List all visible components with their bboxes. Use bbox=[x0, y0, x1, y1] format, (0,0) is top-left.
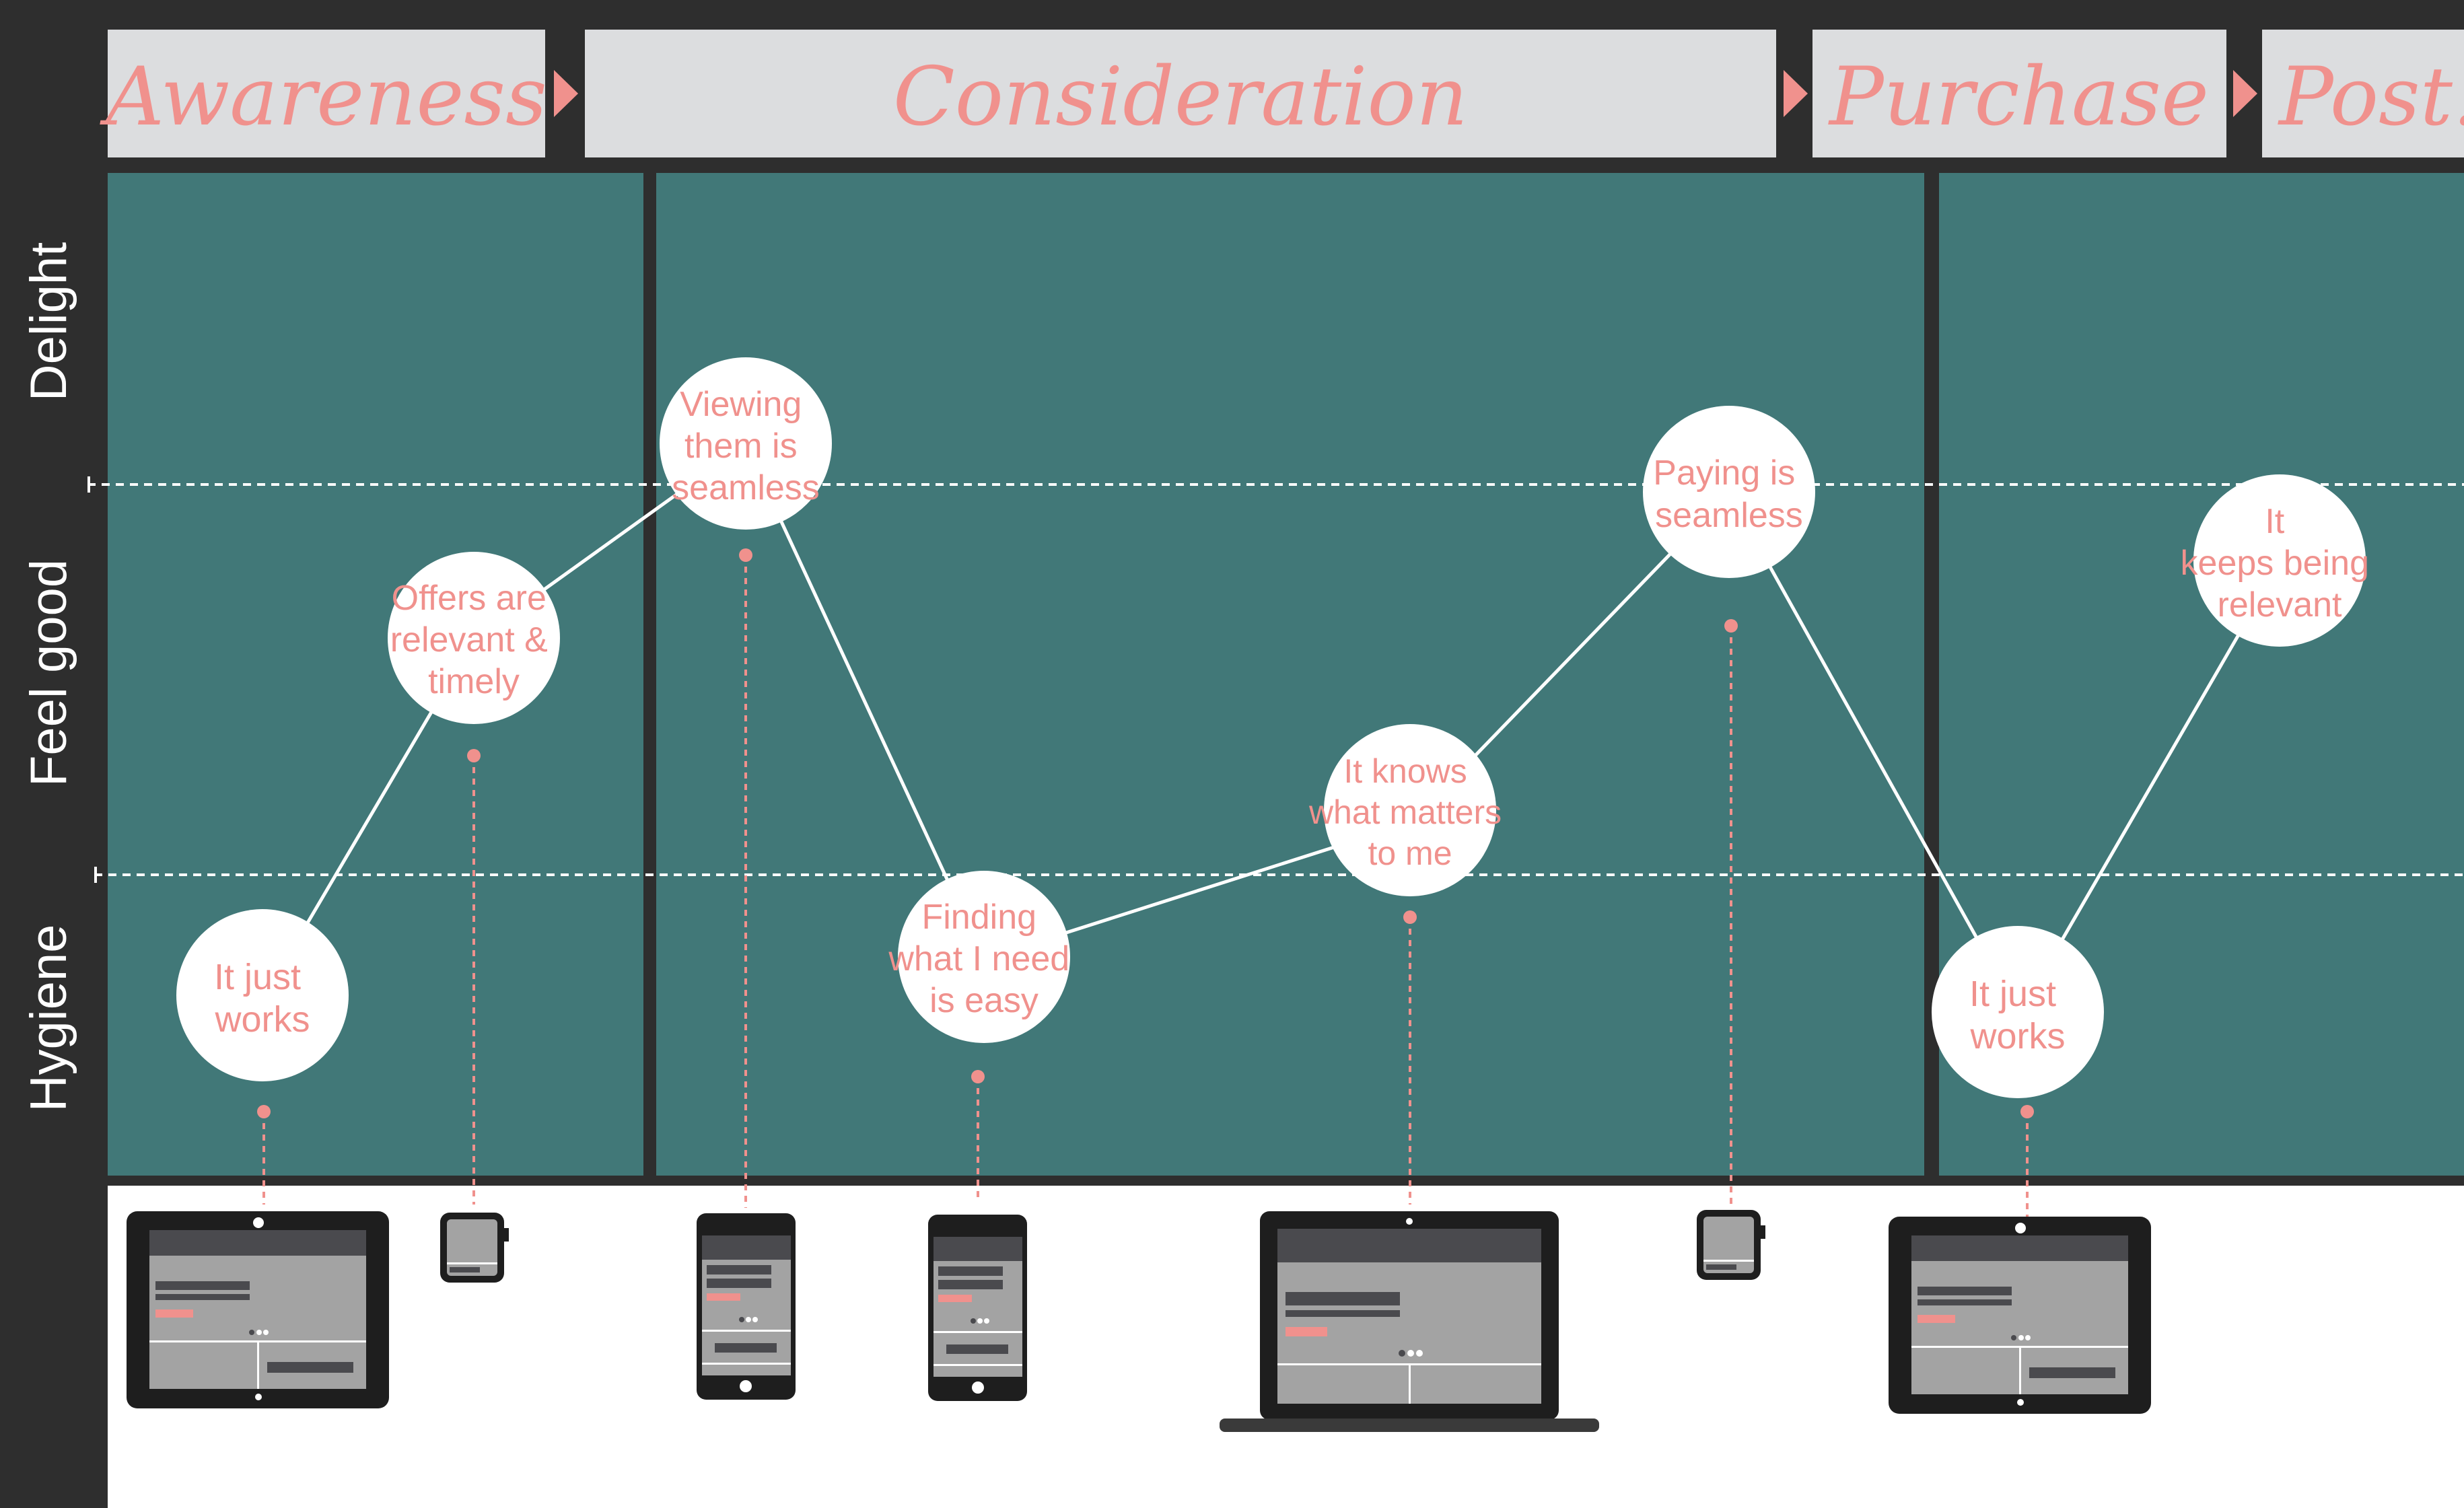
moment-text: It just works bbox=[1969, 974, 2066, 1056]
stage-post-label: Post.. bbox=[2278, 50, 2464, 144]
connector-dot bbox=[971, 1070, 985, 1083]
moment-text: It knows what matters to me bbox=[1308, 752, 1511, 872]
connector-dot bbox=[1403, 910, 1417, 924]
moments: It just works Offers are relevant & time… bbox=[176, 357, 2379, 1098]
moment-bubble: Paying is seamless bbox=[1643, 406, 1815, 578]
moment-text: Offers are relevant & timely bbox=[390, 579, 558, 701]
journey-panels bbox=[108, 173, 2464, 1176]
stage-post-box bbox=[2262, 30, 2464, 157]
smartphone-icon bbox=[697, 1213, 796, 1400]
stage-purchase: Purchase bbox=[1812, 30, 2226, 157]
moment-text: Viewing them is seamless bbox=[672, 385, 820, 507]
connector-dot bbox=[2020, 1105, 2034, 1118]
level-labels: Delight Feel good Hygiene bbox=[20, 242, 77, 1112]
smartwatch-icon bbox=[440, 1213, 509, 1283]
level-label-feel-good: Feel good bbox=[20, 559, 77, 787]
connector-dot bbox=[257, 1105, 271, 1118]
connector bbox=[2020, 1105, 2034, 1225]
moment-text: It keeps being relevant bbox=[2181, 502, 2379, 624]
stage-awareness-label: Awareness bbox=[99, 50, 547, 144]
stage-purchase-box bbox=[1812, 30, 2226, 157]
stage-arrow-icon bbox=[1784, 70, 1808, 117]
devices bbox=[127, 1210, 2151, 1432]
stage-consideration-box bbox=[585, 30, 1776, 157]
moment-text: Paying is seamless bbox=[1653, 454, 1804, 535]
moment-text: It just works bbox=[214, 957, 311, 1040]
moment-bubble: Viewing them is seamless bbox=[660, 357, 832, 530]
stage-consideration: Consideration bbox=[585, 30, 1776, 157]
moment-text: Finding what I need is easy bbox=[888, 898, 1079, 1020]
level-threshold-lines bbox=[87, 476, 2464, 883]
moment-bubble: It just works bbox=[176, 909, 349, 1081]
moment-bubble: Offers are relevant & timely bbox=[388, 552, 560, 724]
stage-arrow-icon bbox=[2233, 70, 2257, 117]
smartphone-icon bbox=[928, 1215, 1027, 1401]
level-label-hygiene: Hygiene bbox=[20, 925, 77, 1112]
stage-consideration-label: Consideration bbox=[893, 50, 1468, 144]
moment-bubble: It just works bbox=[1932, 926, 2104, 1098]
connector-dot bbox=[1724, 619, 1738, 633]
stage-header-bar: Awareness Consideration Purchase Post.. bbox=[99, 30, 2464, 157]
level-label-delight: Delight bbox=[20, 242, 77, 402]
connector bbox=[739, 548, 752, 1208]
tablet-landscape-icon bbox=[1889, 1217, 2151, 1414]
moment-bubble: Finding what I need is easy bbox=[888, 871, 1079, 1043]
laptop-icon bbox=[1220, 1211, 1599, 1432]
connector-dot bbox=[467, 749, 481, 762]
connector-dot bbox=[739, 548, 752, 562]
stage-purchase-label: Purchase bbox=[1828, 50, 2209, 144]
stage-awareness: Awareness bbox=[99, 30, 547, 157]
stage-post: Post.. bbox=[2262, 30, 2464, 157]
journey-panel-consideration bbox=[656, 173, 1924, 1176]
connector bbox=[971, 1070, 985, 1201]
stage-awareness-box bbox=[108, 30, 545, 157]
smartwatch-icon bbox=[1697, 1210, 1765, 1280]
connector bbox=[257, 1105, 271, 1205]
moment-device-connectors bbox=[257, 548, 2034, 1225]
moment-bubble: It knows what matters to me bbox=[1308, 724, 1511, 896]
connector bbox=[1724, 619, 1738, 1205]
connector bbox=[1403, 910, 1417, 1205]
tablet-landscape-icon bbox=[127, 1211, 389, 1408]
moment-bubble: It keeps being relevant bbox=[2181, 474, 2379, 647]
stage-arrow-icon bbox=[554, 70, 578, 117]
connector bbox=[467, 749, 481, 1205]
